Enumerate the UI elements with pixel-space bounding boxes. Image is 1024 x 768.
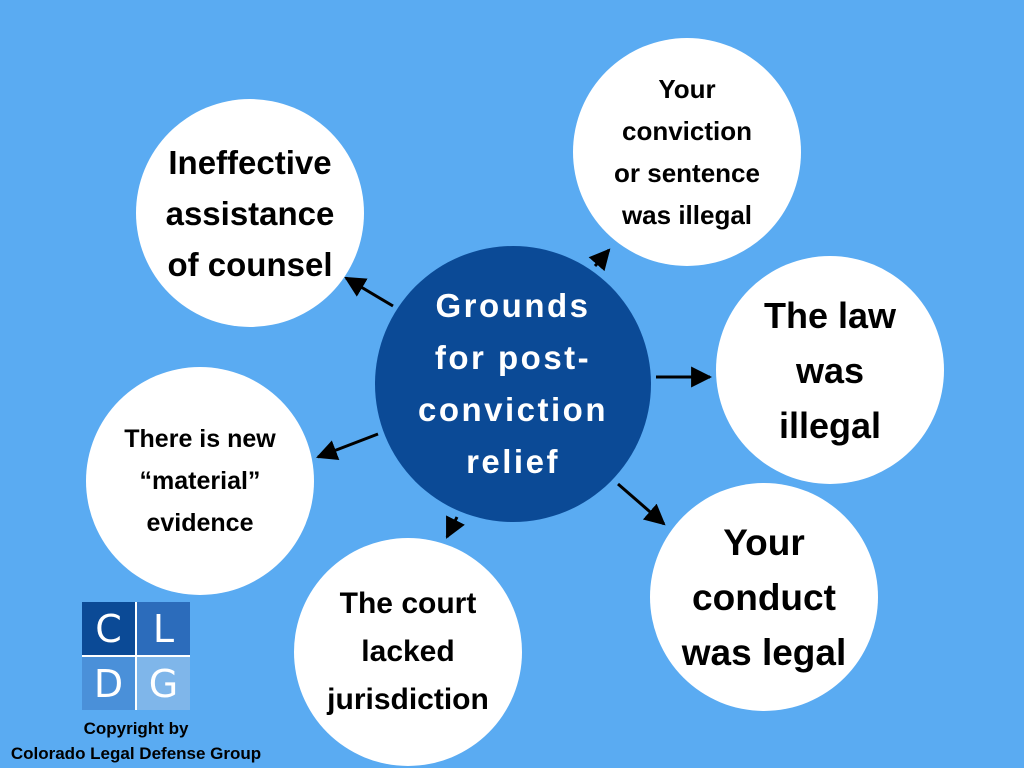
ground-text-law-illegal: The law was illegal xyxy=(763,294,897,446)
copyright-notice: Copyright by Colorado Legal Defense Grou… xyxy=(0,716,272,766)
ground-bubble-conduct-legal: Your conduct was legal xyxy=(650,483,878,711)
arrow-to-new-evidence xyxy=(316,432,379,461)
arrow-to-no-jurisdiction xyxy=(445,515,465,539)
center-topic-text: Grounds for post- conviction relief xyxy=(417,287,609,480)
arrow-to-counsel xyxy=(344,276,394,308)
ground-bubble-law-illegal: The law was illegal xyxy=(716,256,944,484)
ground-bubble-ineffective-counsel: Ineffective assistance of counsel xyxy=(136,99,364,327)
logo-letter-c: C xyxy=(82,602,135,655)
ground-bubble-illegal-sentence: Your conviction or sentence was illegal xyxy=(573,38,801,266)
ground-bubble-no-jurisdiction: The court lacked jurisdiction xyxy=(294,538,522,766)
ground-bubble-new-evidence: There is new “material” evidence xyxy=(86,367,314,595)
logo-letter-l: L xyxy=(137,602,190,655)
logo-letter-d: D xyxy=(82,657,135,710)
ground-text-ineffective-counsel: Ineffective assistance of counsel xyxy=(165,143,335,283)
ground-text-new-evidence: There is new “material” evidence xyxy=(124,425,276,537)
ground-text-illegal-sentence: Your conviction or sentence was illegal xyxy=(614,74,760,230)
copyright-line-2: Colorado Legal Defense Group xyxy=(10,744,262,763)
arrow-to-illegal-sentence xyxy=(588,248,611,272)
ground-text-no-jurisdiction: The court lacked jurisdiction xyxy=(327,587,489,716)
center-topic-circle: Grounds for post- conviction relief xyxy=(375,246,651,522)
arrow-to-conduct-legal xyxy=(617,482,666,526)
ground-text-conduct-legal: Your conduct was legal xyxy=(681,521,847,673)
cldg-logo: C L D G xyxy=(82,602,190,710)
logo-letter-g: G xyxy=(137,657,190,710)
copyright-line-1: Copyright by xyxy=(83,719,189,738)
